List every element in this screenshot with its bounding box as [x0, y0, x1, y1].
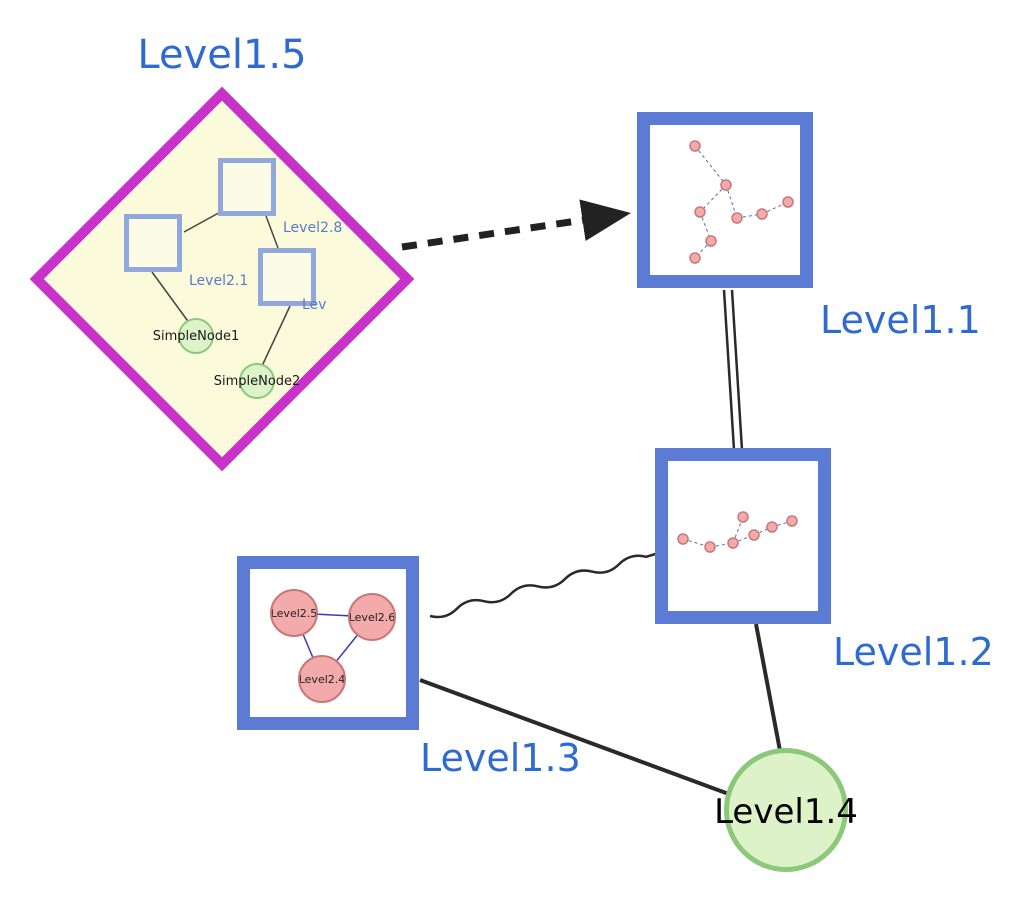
- edge-level11-level12-line1[interactable]: [722, 289, 736, 451]
- label-level21: Level2.1: [189, 273, 249, 289]
- node-level24[interactable]: Level2.4: [298, 655, 346, 703]
- mini-node[interactable]: [782, 196, 794, 208]
- mini-node[interactable]: [737, 511, 749, 523]
- label-simplenode1: SimpleNode1: [152, 329, 240, 344]
- label-level15: Level1.5: [137, 32, 307, 78]
- edge-level13-level12-wavy[interactable]: [429, 550, 663, 619]
- mini-edge[interactable]: [761, 201, 789, 215]
- minigraph-level11: [689, 140, 794, 264]
- mini-node[interactable]: [677, 533, 689, 545]
- mini-node[interactable]: [756, 208, 768, 220]
- label-level28: Level2.8: [283, 220, 343, 236]
- mini-node[interactable]: [704, 541, 716, 553]
- node-level14[interactable]: [724, 748, 848, 872]
- minigraph-level12: [677, 511, 798, 553]
- group-node-level28[interactable]: [218, 158, 276, 216]
- group-node-level13[interactable]: Level2.5 Level2.6 Level2.4: [237, 556, 419, 730]
- edge-level15-level11-dashed-arrow[interactable]: [401, 199, 631, 251]
- label-level2x: Lev: [302, 297, 327, 313]
- mini-edge[interactable]: [699, 184, 727, 213]
- mini-node[interactable]: [748, 529, 760, 541]
- mini-node[interactable]: [689, 140, 701, 152]
- label-level13: Level1.3: [420, 736, 581, 780]
- mini-node[interactable]: [689, 252, 701, 264]
- label-level11: Level1.1: [820, 298, 981, 342]
- label-level12: Level1.2: [833, 630, 994, 674]
- simple-node-2[interactable]: [239, 363, 275, 399]
- mini-node[interactable]: [705, 235, 717, 247]
- mini-node[interactable]: [727, 537, 739, 549]
- simple-node-1[interactable]: [178, 318, 214, 354]
- mini-edge[interactable]: [732, 516, 744, 544]
- group-node-level12[interactable]: [655, 448, 831, 624]
- group-node-level11[interactable]: [637, 112, 813, 288]
- mini-edge[interactable]: [694, 145, 727, 186]
- node-level25[interactable]: Level2.5: [270, 589, 318, 637]
- mini-edge[interactable]: [736, 213, 763, 219]
- mini-node[interactable]: [786, 515, 798, 527]
- edge-level12-level14[interactable]: [754, 623, 783, 757]
- mini-node[interactable]: [766, 521, 778, 533]
- mini-node[interactable]: [720, 179, 732, 191]
- group-node-level21[interactable]: [124, 214, 182, 272]
- node-level26[interactable]: Level2.6: [348, 593, 396, 641]
- label-level14: Level1.4: [714, 792, 858, 832]
- mini-edge[interactable]: [682, 538, 711, 548]
- label-simplenode2: SimpleNode2: [213, 374, 301, 389]
- group-node-level2x[interactable]: [258, 248, 316, 306]
- mini-node[interactable]: [694, 206, 706, 218]
- edge-level11-level12-line2[interactable]: [730, 289, 744, 451]
- mini-node[interactable]: [731, 212, 743, 224]
